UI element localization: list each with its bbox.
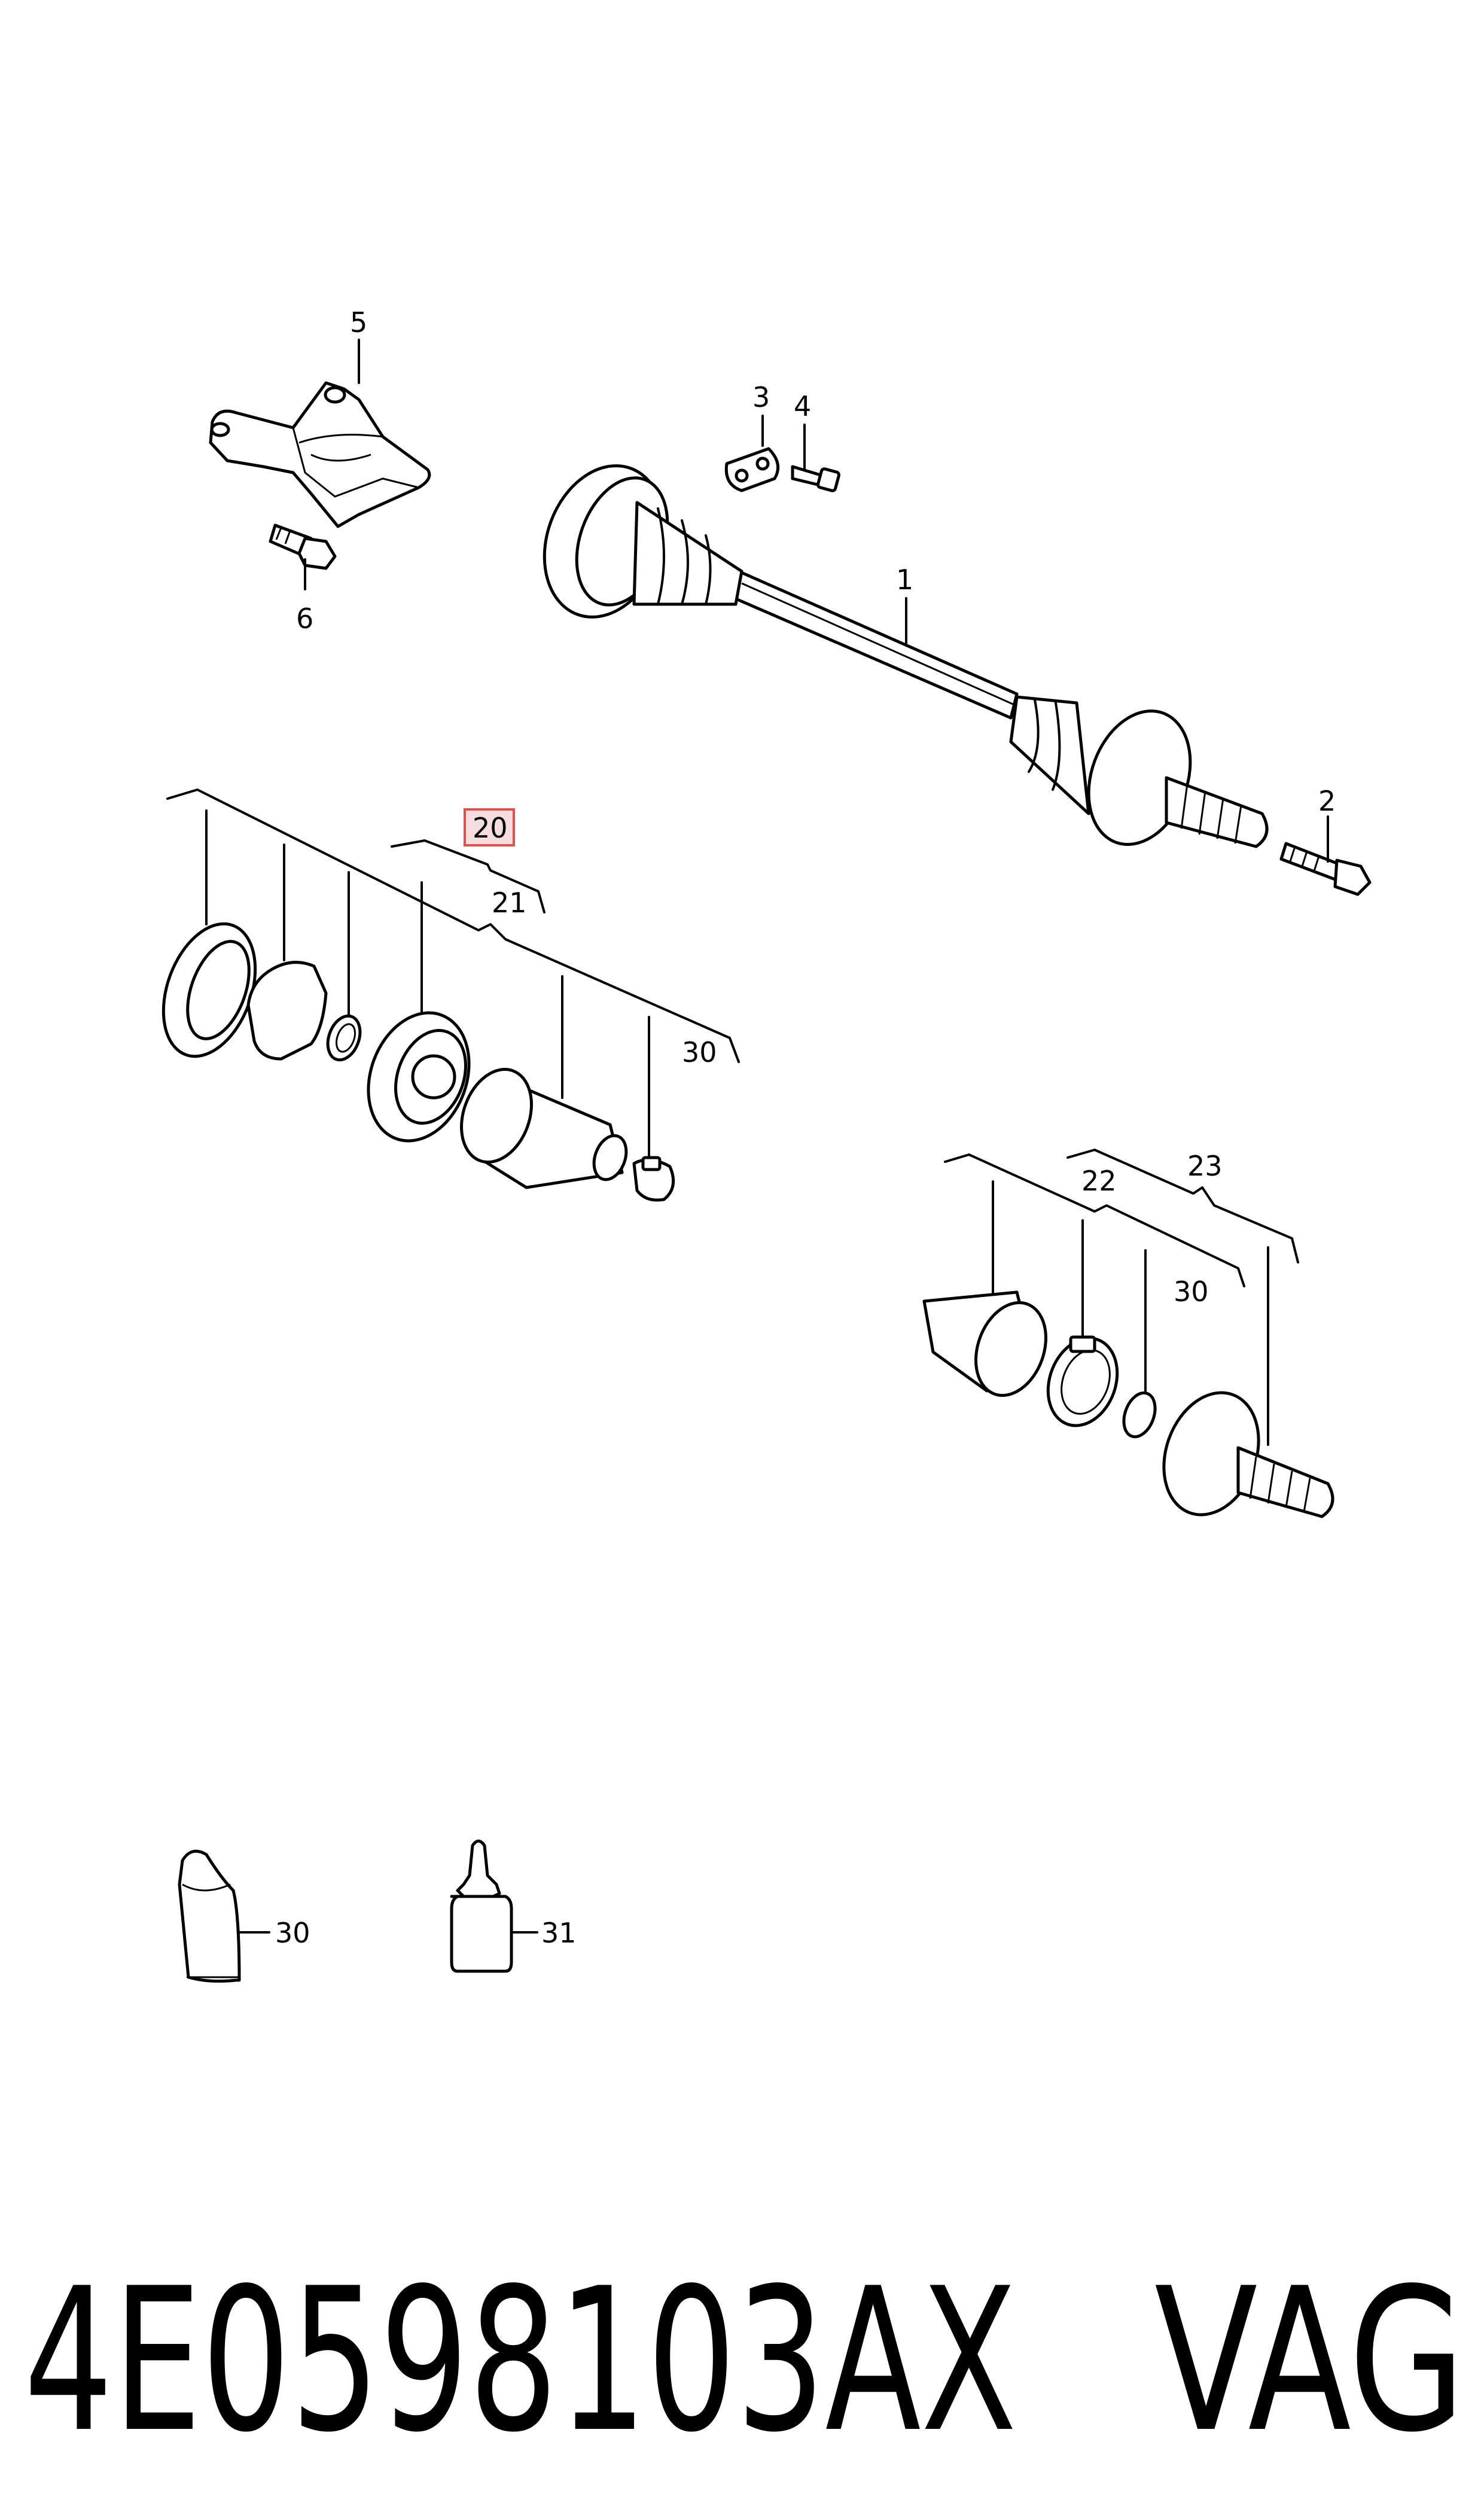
callout-31-bottle: 31 [541, 1917, 577, 1949]
brand-label: VAG [1154, 2246, 1465, 2476]
callout-20: 20 [473, 812, 508, 844]
heat-shield-part [209, 381, 431, 528]
bolt-part-4 [791, 465, 841, 492]
callout-1: 1 [896, 564, 913, 596]
callout-2: 2 [1318, 785, 1336, 817]
callout-30-right: 30 [1174, 1275, 1209, 1308]
right-joint-kit [922, 1149, 1334, 1518]
callout-23: 23 [1187, 1150, 1223, 1182]
drive-shaft-part [543, 464, 1269, 848]
part-number: 4E0598103AX [24, 2246, 1017, 2476]
bolt-part-2 [1279, 842, 1372, 896]
grease-tube-part [178, 1849, 241, 1983]
sealant-bottle-part [450, 1840, 513, 1973]
callout-30-left: 30 [682, 1036, 717, 1068]
callout-5: 5 [350, 306, 367, 339]
callout-30-tube: 30 [275, 1917, 310, 1949]
callout-22: 22 [1081, 1165, 1117, 1197]
lock-plate-part [724, 447, 780, 492]
callout-3: 3 [752, 381, 770, 413]
bolt-part-6 [269, 523, 337, 570]
callout-6: 6 [296, 602, 313, 635]
callout-21: 21 [492, 887, 527, 919]
left-joint-kit [161, 788, 740, 1202]
callout-4: 4 [794, 390, 811, 422]
callout-20-highlight [464, 808, 515, 847]
